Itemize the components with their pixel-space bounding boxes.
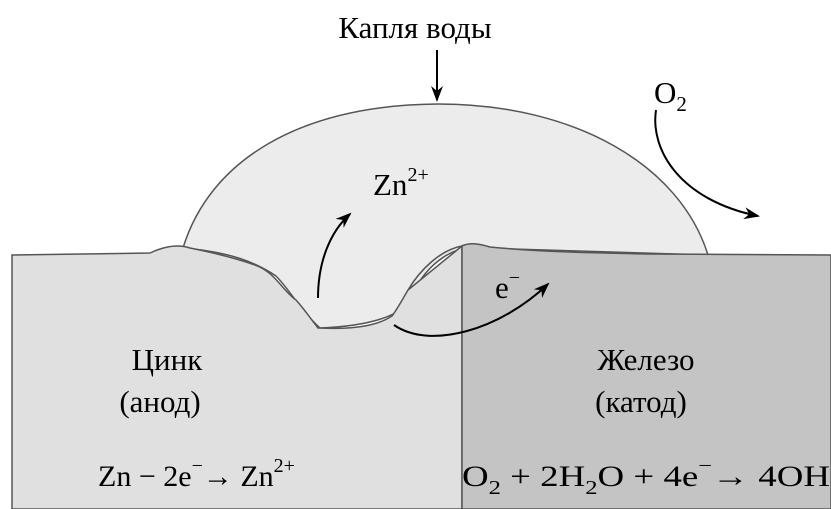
zinc-name: Цинк (132, 342, 204, 377)
iron-name: Железо (597, 342, 694, 377)
drop-label: Капля воды (338, 10, 491, 45)
zinc-role: (анод) (119, 384, 200, 419)
iron-role: (катод) (595, 384, 687, 419)
oxygen-label: O2 (654, 75, 687, 116)
